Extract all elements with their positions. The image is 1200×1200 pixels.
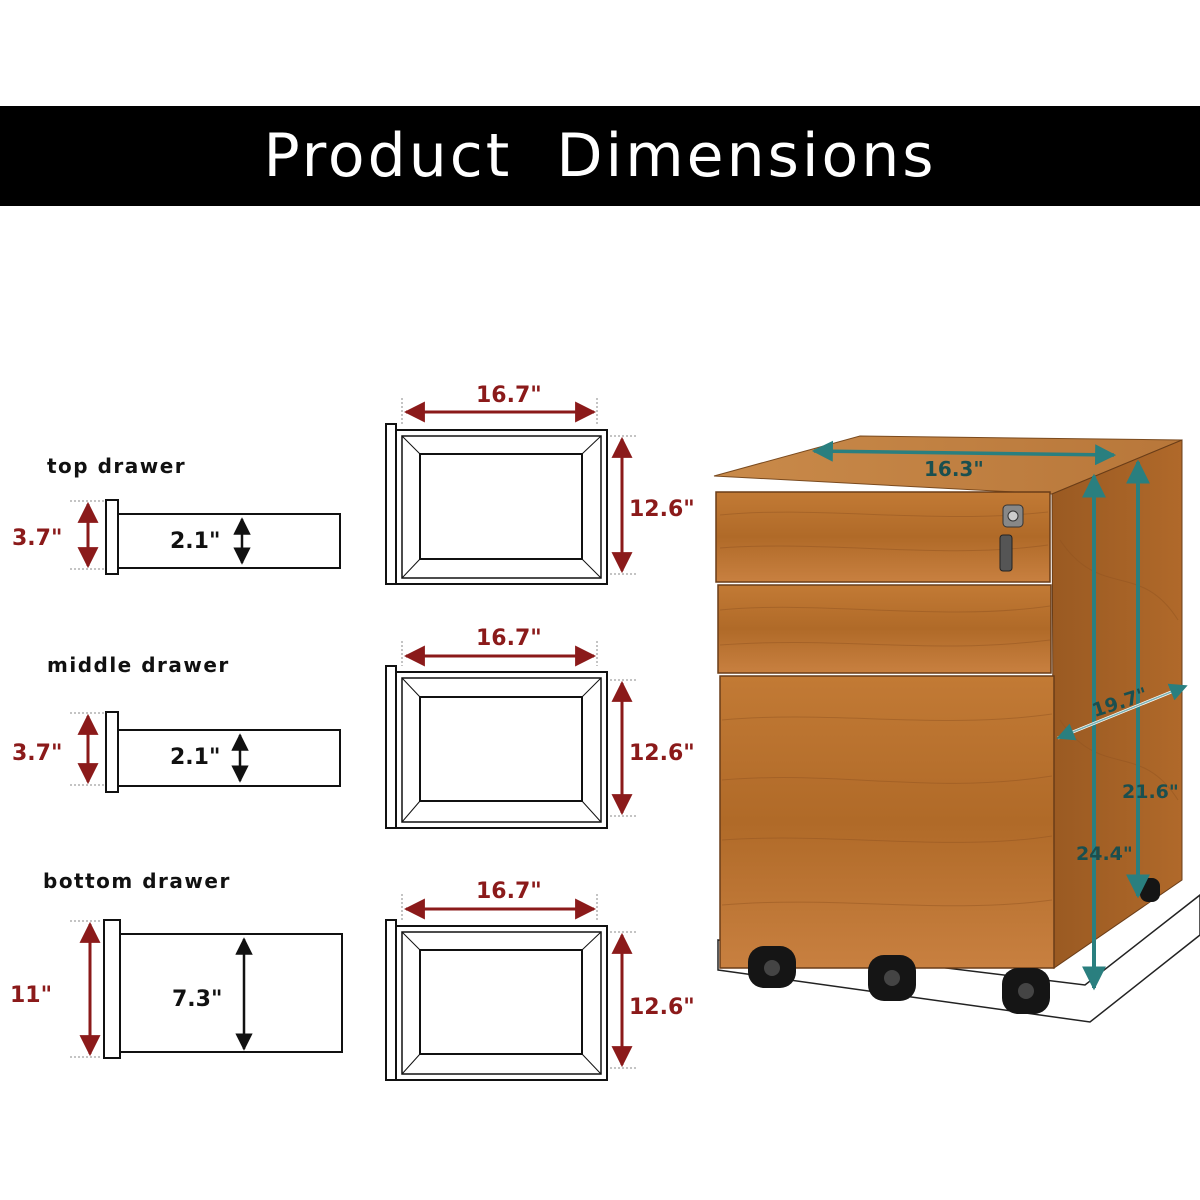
bottom-drawer-group: bottom drawer 11" 7.3" 16.7" 12.6": [10, 869, 695, 1081]
caster-wheel: [1140, 878, 1160, 902]
top-drawer-label: top drawer: [47, 454, 186, 478]
middle-drawer-front-panel: [419, 696, 583, 802]
bottom-drawer-side-body: [119, 933, 343, 1053]
cabinet-total-height: 24.4": [1076, 843, 1133, 865]
cabinet-bottom-drawer: [719, 675, 1055, 969]
middle-drawer-label: middle drawer: [47, 653, 230, 677]
middle-drawer-group: middle drawer 3.7" 2.1" 16.7" 12.6": [12, 626, 695, 829]
top-drawer-side-body: [117, 513, 341, 569]
cabinet-width-arrow: [811, 440, 1117, 466]
cabinet-width: 16.3": [924, 457, 984, 481]
bottom-drawer-front-edge: [385, 919, 397, 1081]
middle-drawer-side-panel: [105, 711, 119, 793]
page-title: Product Dimensions: [263, 121, 937, 191]
top-drawer-front-width: 16.7": [476, 383, 542, 408]
top-drawer-front-height: 12.6": [629, 497, 695, 522]
top-drawer-front-bevel: [401, 435, 602, 579]
middle-drawer-front-edge: [385, 665, 397, 829]
bottom-drawer-front-width: 16.7": [476, 879, 542, 904]
middle-drawer-inner-height: 2.1": [170, 745, 220, 770]
middle-drawer-side-body: [117, 729, 341, 787]
cabinet-illustration: 16.3" 21.6" 24.4" 19.7": [713, 435, 1200, 1023]
bottom-drawer-front-bevel: [401, 931, 602, 1075]
bottom-drawer-side-panel: [103, 919, 121, 1059]
cabinet-middle-drawer: [717, 584, 1052, 674]
top-drawer-front-panel: [419, 453, 583, 560]
middle-drawer-front-height: 12.6": [629, 741, 695, 766]
bottom-drawer-label: bottom drawer: [43, 869, 231, 893]
bottom-drawer-inner-height: 7.3": [172, 987, 222, 1012]
middle-drawer-front-width: 16.7": [476, 626, 542, 651]
top-drawer-side-panel: [105, 499, 119, 575]
key-icon: [999, 534, 1013, 572]
middle-drawer-front-bevel: [401, 677, 602, 823]
cabinet-top-drawer: [715, 491, 1051, 583]
bottom-drawer-front-panel: [419, 949, 583, 1055]
middle-drawer-side-height: 3.7": [12, 741, 62, 766]
bottom-drawer-front-height: 12.6": [629, 995, 695, 1020]
top-drawer-group: top drawer 3.7" 2.1" 16.7" 12.6": [12, 383, 695, 585]
floor-outline: [717, 894, 1200, 1023]
cabinet-inner-height: 21.6": [1122, 781, 1179, 803]
title-banner: Product Dimensions: [0, 106, 1200, 206]
top-drawer-front-edge: [385, 423, 397, 585]
top-drawer-inner-height: 2.1": [170, 529, 220, 554]
top-drawer-side-height: 3.7": [12, 526, 62, 551]
bottom-drawer-side-height: 11": [10, 983, 52, 1008]
